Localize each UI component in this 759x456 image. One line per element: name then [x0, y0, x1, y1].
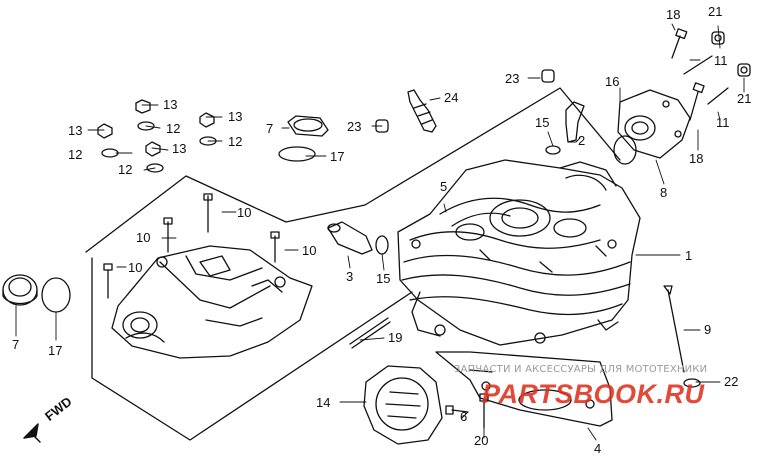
nuts-washers-cluster [98, 100, 216, 172]
label-11-a: 11 [714, 53, 728, 68]
label-20: 20 [474, 433, 489, 448]
rocker-cover [112, 246, 312, 358]
label-13-a: 13 [163, 97, 178, 112]
stud-11-top [684, 56, 712, 74]
label-17-center: 17 [330, 149, 345, 164]
label-13-b: 13 [68, 123, 83, 138]
tappet-cover [288, 116, 328, 136]
valve-guide [566, 102, 584, 142]
label-3: 3 [346, 269, 354, 284]
label-12-b: 12 [166, 121, 181, 136]
nut-21-top [712, 32, 724, 44]
label-13-c: 13 [228, 109, 243, 124]
o-ring-cap [42, 278, 70, 312]
water-pump [364, 366, 442, 444]
label-21-bottom: 21 [737, 91, 752, 106]
cam-chain-guide [328, 222, 372, 254]
label-16: 16 [605, 74, 620, 89]
label-15-mid: 15 [376, 271, 391, 286]
dowel-23-top [542, 70, 554, 82]
label-21-top: 21 [708, 4, 723, 19]
label-11-b: 11 [716, 115, 730, 130]
label-15-top: 15 [535, 115, 550, 130]
head-gasket [436, 352, 612, 426]
bolt-18-bottom [690, 83, 704, 120]
nut-21-bottom [738, 64, 750, 76]
clip-15-mid [376, 236, 388, 254]
pin-19 [350, 318, 388, 344]
label-13-d: 13 [172, 141, 187, 156]
label-14: 14 [316, 395, 331, 410]
clip-15-top [546, 146, 560, 154]
intake-manifold [618, 90, 690, 158]
label-5: 5 [440, 179, 448, 194]
label-10-c: 10 [302, 243, 317, 258]
label-12-d: 12 [118, 162, 133, 177]
cylinder-head [398, 160, 640, 345]
label-24: 24 [444, 90, 459, 105]
bolt-6 [446, 406, 468, 414]
label-10-a: 10 [237, 205, 252, 220]
label-23-center: 23 [347, 119, 362, 134]
stud-9 [668, 290, 684, 372]
label-19: 19 [388, 330, 403, 345]
spark-plug [408, 90, 436, 132]
label-12-a: 12 [68, 147, 83, 162]
label-22: 22 [724, 374, 739, 389]
fwd-arrow-icon [24, 424, 40, 442]
label-6: 6 [460, 409, 468, 424]
label-7-left: 7 [12, 337, 20, 352]
watermark-brand: PARTSBOOK.RU [482, 379, 705, 409]
stud-9-end [664, 286, 672, 294]
label-9: 9 [704, 322, 712, 337]
bolt-20 [480, 394, 488, 428]
stud-11-bottom [708, 88, 728, 104]
label-18-top: 18 [666, 7, 681, 22]
label-10-b: 10 [136, 230, 151, 245]
label-12-c: 12 [228, 134, 243, 149]
oil-cap [3, 275, 37, 305]
label-1: 1 [685, 248, 693, 263]
watermark-caption: ЗАПЧАСТИ И АКСЕССУАРЫ ДЛЯ МОТОТЕХНИКИ [454, 364, 708, 375]
washer-22 [684, 379, 700, 387]
leader-lines [16, 24, 744, 440]
label-18-bottom: 18 [689, 151, 704, 166]
label-4: 4 [594, 441, 602, 456]
label-7-center: 7 [266, 121, 274, 136]
label-17-left: 17 [48, 343, 63, 358]
label-2: 2 [578, 133, 586, 148]
bolts-10 [104, 194, 279, 298]
label-10-d: 10 [128, 260, 143, 275]
subassembly-boundary [86, 88, 620, 440]
o-ring-16 [614, 136, 636, 164]
o-ring-tappet [279, 147, 315, 161]
label-23-top: 23 [505, 71, 520, 86]
bolt-18-top [672, 29, 687, 58]
label-8: 8 [660, 185, 668, 200]
